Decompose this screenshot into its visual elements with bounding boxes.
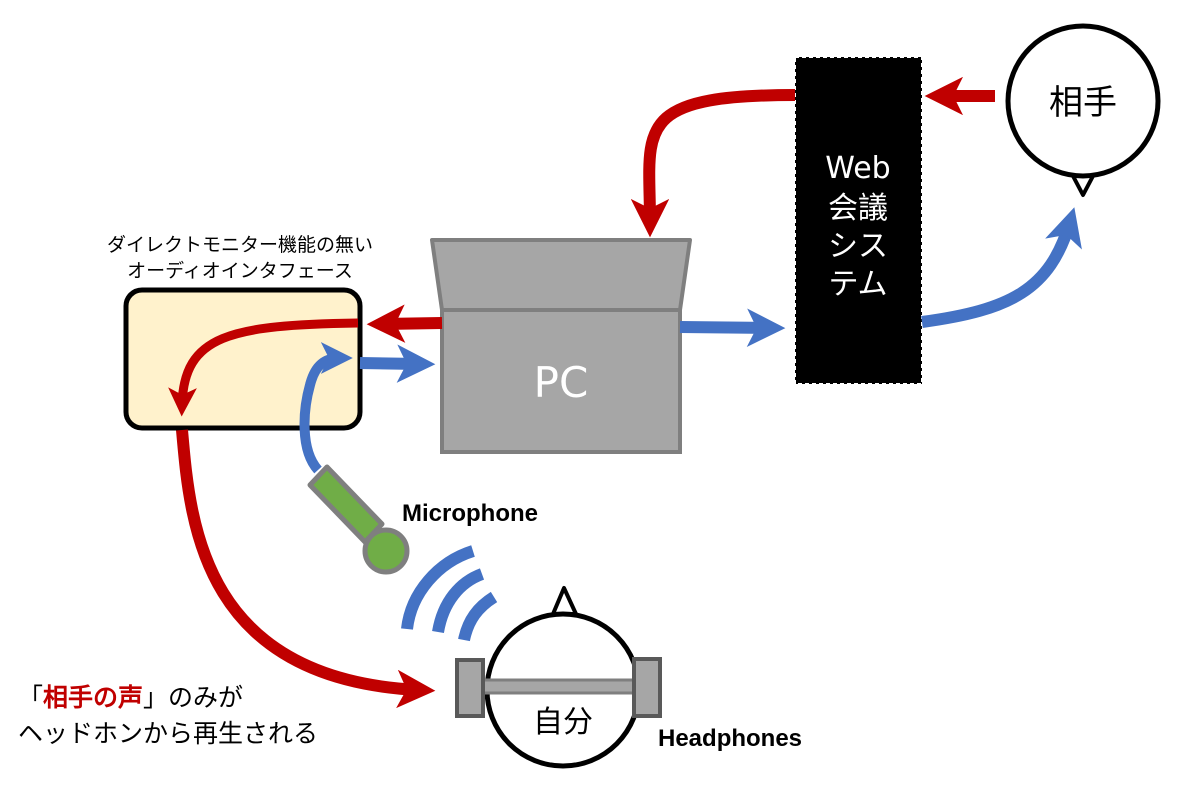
web-conference-line-3: シス bbox=[828, 229, 888, 264]
note-highlight: 相手の声 bbox=[43, 683, 144, 712]
note-line-2: ヘッドホンから再生される bbox=[18, 719, 319, 748]
arrow-pc-to-web bbox=[679, 308, 786, 347]
explanation-note: 「相手の声」のみが ヘッドホンから再生される bbox=[18, 680, 318, 752]
web-conference-node: Web 会議 シス テム bbox=[794, 56, 923, 385]
note-open-bracket: 「 bbox=[18, 683, 44, 712]
web-conference-line-1: Web bbox=[825, 151, 890, 186]
headphones-icon bbox=[455, 657, 662, 718]
web-conference-line-2: 会議 bbox=[828, 191, 888, 226]
arrow-pc-to-interface bbox=[366, 304, 443, 343]
note-line-1: 「相手の声」のみが bbox=[18, 680, 318, 716]
sound-wave-outer bbox=[401, 545, 475, 630]
red-flows bbox=[168, 76, 995, 709]
headphones-right-cup bbox=[632, 657, 662, 718]
microphone-handle bbox=[307, 464, 385, 545]
microphone-head bbox=[362, 527, 410, 575]
pc-node: PC bbox=[430, 238, 692, 454]
web-conference-line-4: テム bbox=[828, 267, 887, 302]
pc-label: PC bbox=[534, 358, 589, 407]
microphone-label: Microphone bbox=[402, 500, 538, 527]
note-rest: 」のみが bbox=[143, 683, 244, 712]
arrow-interface-to-headphones bbox=[176, 429, 436, 709]
partner-label: 相手 bbox=[1049, 83, 1117, 123]
arrow-web-to-pc bbox=[630, 89, 796, 238]
partner-bubble-tail bbox=[1071, 174, 1095, 197]
web-conference-box bbox=[794, 56, 923, 385]
sound-wave-middle bbox=[432, 568, 485, 634]
arrow-web-to-partner bbox=[921, 207, 1082, 328]
sound-wave-icon bbox=[401, 545, 498, 642]
blue-flows bbox=[299, 207, 1082, 474]
arrow-interface-to-pc bbox=[359, 344, 436, 383]
interface-title: ダイレクトモニター機能の無い オーディオインタフェース bbox=[0, 232, 480, 284]
arrow-interface-internal bbox=[168, 318, 359, 417]
headphones-label: Headphones bbox=[658, 725, 803, 752]
mic-cable bbox=[299, 342, 353, 474]
partner-circle bbox=[1005, 23, 1161, 179]
interface-title-line-1: ダイレクトモニター機能の無い bbox=[106, 234, 373, 256]
interface-title-line-2: オーディオインタフェース bbox=[127, 260, 353, 282]
headphones-left-cup bbox=[455, 658, 485, 718]
headphones-band bbox=[478, 678, 636, 695]
self-nose bbox=[551, 586, 578, 616]
self-node: 自分 bbox=[484, 586, 642, 769]
self-label: 自分 bbox=[533, 705, 593, 740]
pc-body bbox=[440, 308, 682, 454]
microphone-icon bbox=[307, 464, 410, 575]
partner-node: 相手 bbox=[1005, 23, 1161, 197]
sound-wave-inner bbox=[458, 591, 498, 642]
